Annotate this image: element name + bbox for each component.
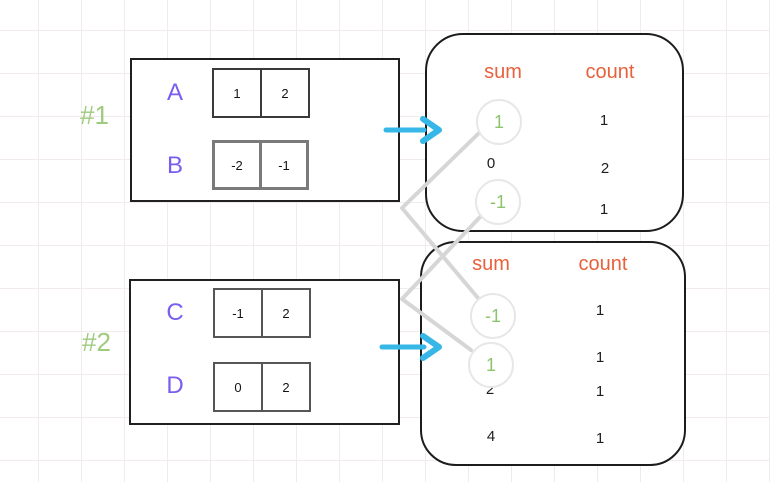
highlighted-sum-circle: 1	[476, 99, 522, 145]
array-cell: 2	[261, 362, 311, 412]
array-cell: -1	[259, 140, 309, 190]
count-header: count	[578, 253, 628, 275]
count-value: 2	[600, 160, 610, 177]
count-value: 1	[595, 302, 605, 319]
array-a-cells: 1 2	[212, 68, 310, 118]
example-2-label: #2	[82, 327, 111, 357]
count-value: 1	[595, 349, 605, 366]
array-a-label: A	[166, 79, 183, 106]
highlighted-sum-circle: -1	[470, 293, 516, 339]
array-c-label: C	[166, 299, 184, 326]
highlighted-sum-circle: 1	[468, 342, 514, 388]
count-value: 1	[599, 112, 609, 129]
sum-value: 2	[485, 381, 495, 398]
sum-header: sum	[472, 253, 510, 275]
count-value: 1	[595, 430, 605, 447]
array-cell: 2	[261, 288, 311, 338]
sum-header: sum	[484, 61, 522, 83]
sum-count-table-2	[420, 241, 686, 466]
sum-value: 0	[486, 155, 496, 172]
array-d-label: D	[166, 372, 184, 399]
array-c-cells: -1 2	[213, 288, 311, 338]
example-1-label: #1	[80, 100, 109, 130]
array-cell: -1	[213, 288, 263, 338]
array-d-cells: 0 2	[213, 362, 311, 412]
sum-value: 4	[486, 428, 496, 445]
array-cell: 2	[260, 68, 310, 118]
array-cell: 0	[213, 362, 263, 412]
count-value: 1	[595, 383, 605, 400]
array-b-cells: -2 -1	[212, 140, 309, 190]
count-value: 1	[599, 201, 609, 218]
sum-count-table-1	[425, 33, 684, 232]
array-b-label: B	[166, 152, 183, 179]
count-header: count	[585, 61, 635, 83]
array-cell: 1	[212, 68, 262, 118]
highlighted-sum-circle: -1	[475, 179, 521, 225]
array-cell: -2	[212, 140, 262, 190]
